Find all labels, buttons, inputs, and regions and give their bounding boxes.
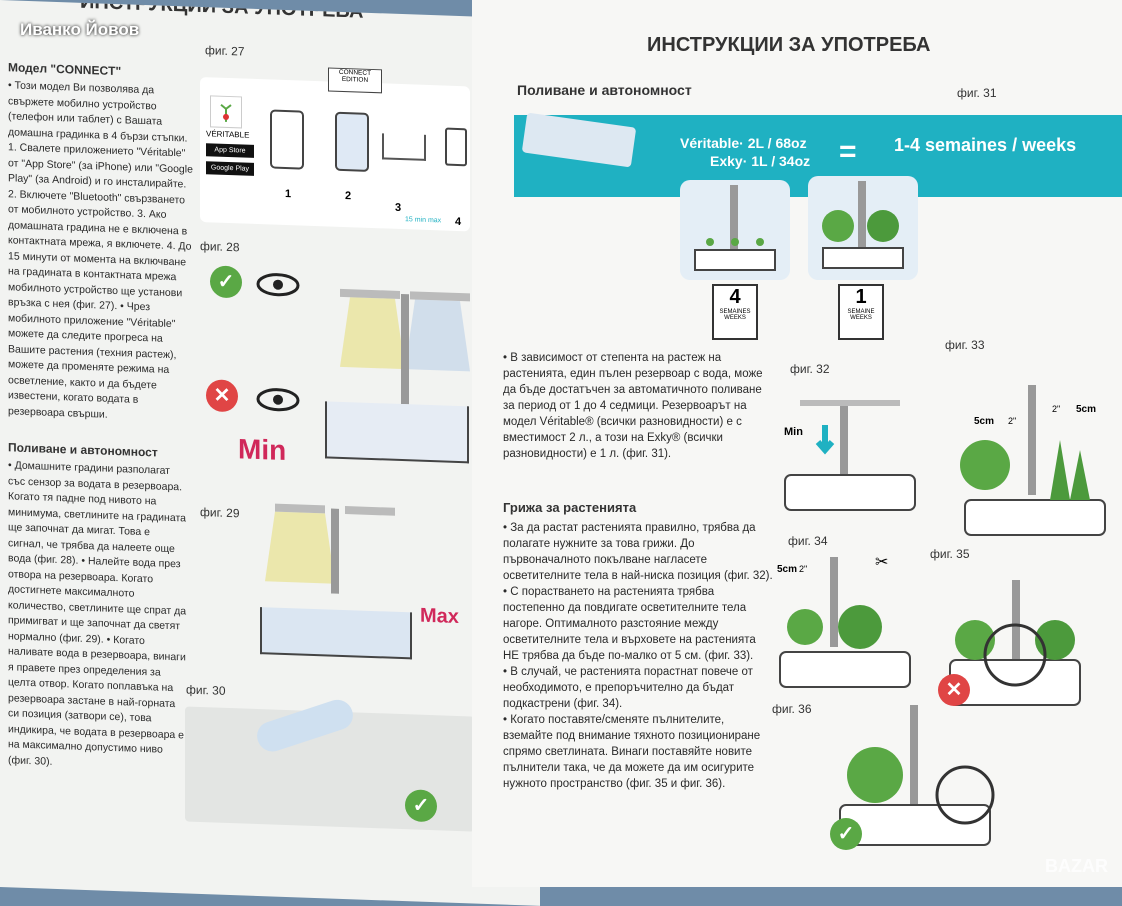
fig36-drawing <box>825 700 1005 850</box>
step-4: 4 <box>455 215 462 229</box>
fig32-min-label: Min <box>784 426 803 438</box>
watermark: Иванко Йовов <box>20 20 140 39</box>
connect-edition-badge: CONNECT EDITION <box>328 67 382 94</box>
step-1: 1 <box>285 187 292 201</box>
cross-icon-2: ✕ <box>938 674 970 706</box>
check-icon-2: ✓ <box>405 789 437 823</box>
fig34-5cm: 5cm <box>777 564 798 575</box>
fig33-label: фиг. 33 <box>945 338 985 352</box>
fig33-5cm-right: 5cm <box>1076 404 1097 415</box>
fig33-2in-left: 2" <box>1008 416 1017 426</box>
max-label: Max <box>420 604 459 629</box>
phone-icon <box>270 109 304 170</box>
fig33-drawing: 5cm 5cm 2" 2" <box>950 380 1115 540</box>
fig28-reservoir <box>325 401 469 464</box>
veritable-capacity: Véritable· 2L / 68oz <box>680 135 807 151</box>
fig36-label: фиг. 36 <box>772 702 812 716</box>
water-bottle <box>252 695 358 756</box>
phone-small-icon <box>445 127 467 167</box>
calendar-1-label: SEMAINE WEEKS <box>847 309 875 321</box>
weeks-range: 1-4 semaines / weeks <box>894 135 1077 155</box>
cross-icon: ✕ <box>206 379 238 413</box>
fig32-drawing: Min <box>780 400 920 515</box>
step-2: 2 <box>345 190 352 203</box>
fig33-5cm-left: 5cm <box>974 416 995 427</box>
fig31-garden-grown <box>808 176 918 280</box>
site-watermark: BAZAR <box>1045 856 1108 876</box>
check-icon: ✓ <box>210 265 242 299</box>
min-label: Min <box>238 433 287 466</box>
model-text: • Този модел Ви позволява да свържете мо… <box>8 79 193 421</box>
exky-capacity: Exky· 1L / 34oz <box>710 153 811 169</box>
scissors-icon: ✂ <box>875 554 889 571</box>
reservoir-paragraph: • В зависимост от степента на растеж на … <box>503 352 763 460</box>
fig31-garden-sprouts <box>680 180 790 280</box>
fig32-label: фиг. 32 <box>790 362 830 376</box>
eye-icon-2 <box>255 386 301 419</box>
fig34-label: фиг. 34 <box>788 534 828 548</box>
check-icon-3: ✓ <box>830 818 862 850</box>
calendar-1-icon: 1 SEMAINE WEEKS <box>838 284 884 340</box>
care-title: Грижа за растенията <box>503 500 637 515</box>
fig28-label: фиг. 28 <box>200 238 240 255</box>
fig27-label: фиг. 27 <box>205 43 245 59</box>
model-title: Модел "CONNECT" <box>8 60 122 79</box>
fig29-label: фиг. 29 <box>200 504 240 521</box>
care-item-1: • За да растат растенията правилно, тряб… <box>503 522 773 582</box>
fig33-2in-right: 2" <box>1052 404 1061 414</box>
timer-label: 15 min max <box>405 216 442 225</box>
fig31-label: фиг. 31 <box>957 86 997 100</box>
right-header: ИНСТРУКЦИИ ЗА УПОТРЕБА <box>647 34 931 56</box>
fig35-label: фиг. 35 <box>930 547 970 561</box>
care-item-4: • Когато поставяте/сменяте пълнителите, … <box>503 714 761 790</box>
equals-sign: = <box>839 135 857 168</box>
garden-icon <box>382 133 426 161</box>
bluetooth-phone-icon <box>335 111 369 172</box>
google-play-badge: Google Play <box>206 161 254 176</box>
calendar-1-number: 1 <box>855 286 867 308</box>
fig27-panel: VÉRITABLE App Store Google Play CONNECT … <box>200 67 470 232</box>
fig29-reservoir <box>260 607 412 660</box>
fig30-drawing: ✓ <box>185 695 475 832</box>
fig30-label: фиг. 30 <box>186 682 226 698</box>
step-3: 3 <box>395 201 402 215</box>
calendar-4-icon: 4 SEMAINES WEEKS <box>712 284 758 340</box>
brand-label: VÉRITABLE <box>206 129 250 140</box>
fig34-2in: 2" <box>799 564 808 574</box>
eye-icon <box>255 271 301 304</box>
water-jug-icon <box>521 112 637 168</box>
left-water-text: • Домашните градини разполагат със сензо… <box>8 459 187 768</box>
care-item-2: • С порастването на растенията трябва по… <box>503 586 756 662</box>
veritable-logo-icon <box>210 95 242 129</box>
care-item-3: • В случай, че растенията порастнат пове… <box>503 666 753 710</box>
fig34-drawing: 5cm 2" ✂ <box>775 552 925 692</box>
calendar-4-label: SEMAINES WEEKS <box>719 309 751 321</box>
right-water-title: Поливане и автономност <box>517 82 692 98</box>
fig28-lamp-drawing <box>335 287 475 417</box>
app-store-badge: App Store <box>206 143 254 158</box>
left-water-title: Поливане и автономност <box>8 440 158 460</box>
left-page: ИНСТРУКЦИИ ЗА УПОТРЕБА Модел "CONNECT" •… <box>0 0 540 906</box>
calendar-4-number: 4 <box>729 286 741 308</box>
fig35-drawing <box>940 575 1090 710</box>
care-list: • За да растат растенията правилно, тряб… <box>503 520 773 792</box>
fig29-lamp-drawing <box>255 501 415 602</box>
